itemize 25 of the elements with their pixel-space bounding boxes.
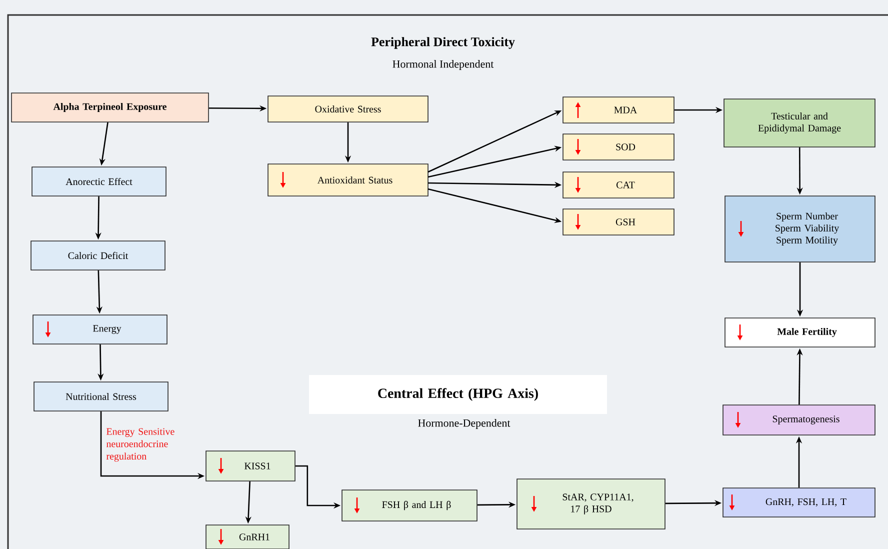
title: Peripheral Direct Toxicity bbox=[371, 37, 515, 49]
process-box: GnRH1 bbox=[206, 524, 290, 549]
process-box: GnRH, FSH, LH, T bbox=[722, 488, 876, 518]
process-box: StAR, CYP11A1, 17 β HSD bbox=[516, 478, 666, 530]
subtitle: Hormone-Dependent bbox=[418, 419, 510, 429]
process-box: MDA bbox=[562, 96, 674, 124]
process-box: GSH bbox=[562, 208, 674, 236]
edge-label: Energy Sensitive neuroendocrine regulation bbox=[106, 428, 174, 462]
process-box: Spermatogenesis bbox=[722, 404, 876, 436]
process-box: Caloric Deficit bbox=[30, 240, 166, 270]
process-box: FSH β and LH β bbox=[342, 490, 478, 522]
process-box: Testicular and Epididymal Damage bbox=[724, 98, 876, 148]
process-box: Sperm Number Sperm Viability Sperm Motility bbox=[724, 196, 876, 262]
process-box: SOD bbox=[562, 134, 674, 160]
process-box: Alpha Terpineol Exposure bbox=[11, 92, 209, 122]
process-box: Antioxidant Status bbox=[268, 164, 428, 196]
process-box: Male Fertility bbox=[724, 318, 876, 348]
process-box: Energy bbox=[32, 314, 168, 344]
process-box: Anorectic Effect bbox=[32, 166, 166, 196]
process-box: CAT bbox=[562, 172, 674, 198]
process-box: Oxidative Stress bbox=[268, 96, 428, 122]
subtitle: Hormonal Independent bbox=[392, 60, 494, 70]
heading-box: Central Effect (HPG Axis) bbox=[309, 375, 607, 414]
process-box: Nutritional Stress bbox=[34, 382, 168, 412]
process-box: KISS1 bbox=[206, 450, 296, 482]
